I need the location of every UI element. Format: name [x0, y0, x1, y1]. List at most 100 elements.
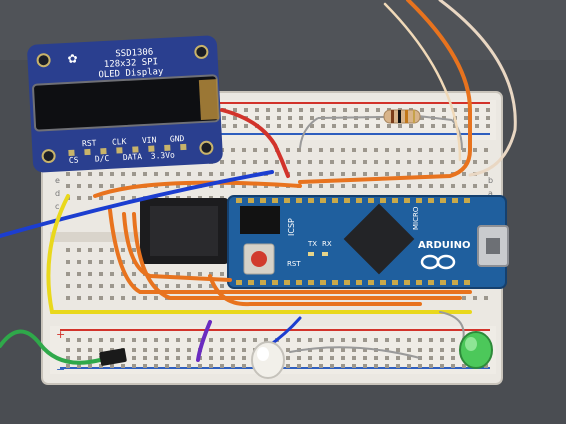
breadboard-hole [242, 356, 246, 360]
breadboard-hole [220, 272, 224, 276]
breadboard-hole [462, 172, 466, 176]
arduino-pin [296, 280, 302, 285]
breadboard-hole [77, 196, 81, 200]
breadboard-hole [264, 338, 268, 342]
breadboard-hole [442, 116, 446, 120]
oled-resolution-label: 128x32 SPI [104, 57, 159, 70]
breadboard-hole [165, 172, 169, 176]
breadboard-hole [407, 356, 411, 360]
breadboard-hole [396, 172, 400, 176]
breadboard-hole [475, 108, 479, 112]
breadboard-hole [352, 364, 356, 368]
orange-wire-4 [132, 212, 462, 300]
breadboard-hole [132, 272, 136, 276]
breadboard-hole [99, 338, 103, 342]
board-wires [0, 108, 472, 365]
breadboard-hole [143, 284, 147, 288]
breadboard-hole [429, 356, 433, 360]
breadboard-hole [198, 338, 202, 342]
rail-minus-label: − [56, 363, 65, 376]
breadboard-hole [88, 196, 92, 200]
breadboard-hole [209, 348, 213, 352]
breadboard-hole [242, 160, 246, 164]
breadboard-hole [418, 184, 422, 188]
breadboard-hole [374, 184, 378, 188]
breadboard-hole [132, 356, 136, 360]
oled-pin [116, 147, 123, 154]
breadboard-hole [154, 272, 158, 276]
breadboard-hole [462, 364, 466, 368]
breadboard-hole [88, 172, 92, 176]
breadboard-hole [385, 172, 389, 176]
arduino-pin [428, 198, 434, 203]
breadboard-hole [330, 160, 334, 164]
breadboard-hole [143, 348, 147, 352]
breadboard-hole [154, 356, 158, 360]
arduino-pin [392, 198, 398, 203]
breadboard-hole [330, 172, 334, 176]
breadboard-hole [77, 348, 81, 352]
row-label-c: c [55, 202, 59, 211]
breadboard-hole [121, 184, 125, 188]
row-label-a: a [488, 189, 493, 198]
breadboard-hole [310, 116, 314, 120]
breadboard-hole [143, 338, 147, 342]
breadboard-hole [475, 116, 479, 120]
breadboard-hole [453, 124, 457, 128]
breadboard-hole [66, 296, 70, 300]
breadboard-hole [431, 124, 435, 128]
breadboard-hole [187, 338, 191, 342]
breadboard-hole [418, 172, 422, 176]
blue-wire [0, 170, 274, 238]
top-wires [298, 0, 517, 184]
rx-label: RX [322, 240, 332, 248]
oled-pin-label-vin: VIN [142, 135, 157, 145]
breadboard-hole [88, 260, 92, 264]
arduino-pin [260, 198, 266, 203]
breadboard-hole [462, 296, 466, 300]
breadboard-hole [121, 172, 125, 176]
arduino-pin [380, 280, 386, 285]
breadboard-hole [319, 172, 323, 176]
arduino-pin [440, 280, 446, 285]
breadboard-hole [242, 364, 246, 368]
breadboard-hole [319, 356, 323, 360]
oled-pin-label-data: DATA [123, 152, 143, 162]
white-led [251, 341, 285, 379]
arduino-pin [272, 280, 278, 285]
breadboard-hole [363, 184, 367, 188]
breadboard-hole [407, 338, 411, 342]
reset-button-cap[interactable] [251, 251, 267, 267]
breadboard-hole [132, 172, 136, 176]
breadboard-hole [176, 364, 180, 368]
breadboard-hole [253, 160, 257, 164]
breadboard-hole [486, 124, 490, 128]
breadboard-hole [407, 172, 411, 176]
row-label-e: e [55, 176, 60, 185]
breadboard-hole [451, 184, 455, 188]
breadboard-hole [352, 356, 356, 360]
breadboard-hole [242, 172, 246, 176]
breadboard-hole [99, 296, 103, 300]
arduino-pin [428, 280, 434, 285]
breadboard-hole [88, 272, 92, 276]
breadboard-hole [132, 248, 136, 252]
arduino-pin [284, 280, 290, 285]
breadboard-hole [242, 348, 246, 352]
arduino-pin [236, 198, 242, 203]
breadboard-hole [484, 296, 488, 300]
breadboard-hole [121, 260, 125, 264]
breadboard-hole [288, 124, 292, 128]
breadboard-hole [264, 148, 268, 152]
breadboard-hole [451, 356, 455, 360]
breadboard-hole [473, 184, 477, 188]
breadboard-hole [354, 108, 358, 112]
breadboard-hole [132, 364, 136, 368]
breadboard-hole [99, 272, 103, 276]
breadboard-hole [154, 348, 158, 352]
breadboard-hole [319, 364, 323, 368]
breadboard-hole [66, 248, 70, 252]
breadboard-hole [451, 148, 455, 152]
breadboard-hole [176, 338, 180, 342]
breadboard-hole [77, 284, 81, 288]
